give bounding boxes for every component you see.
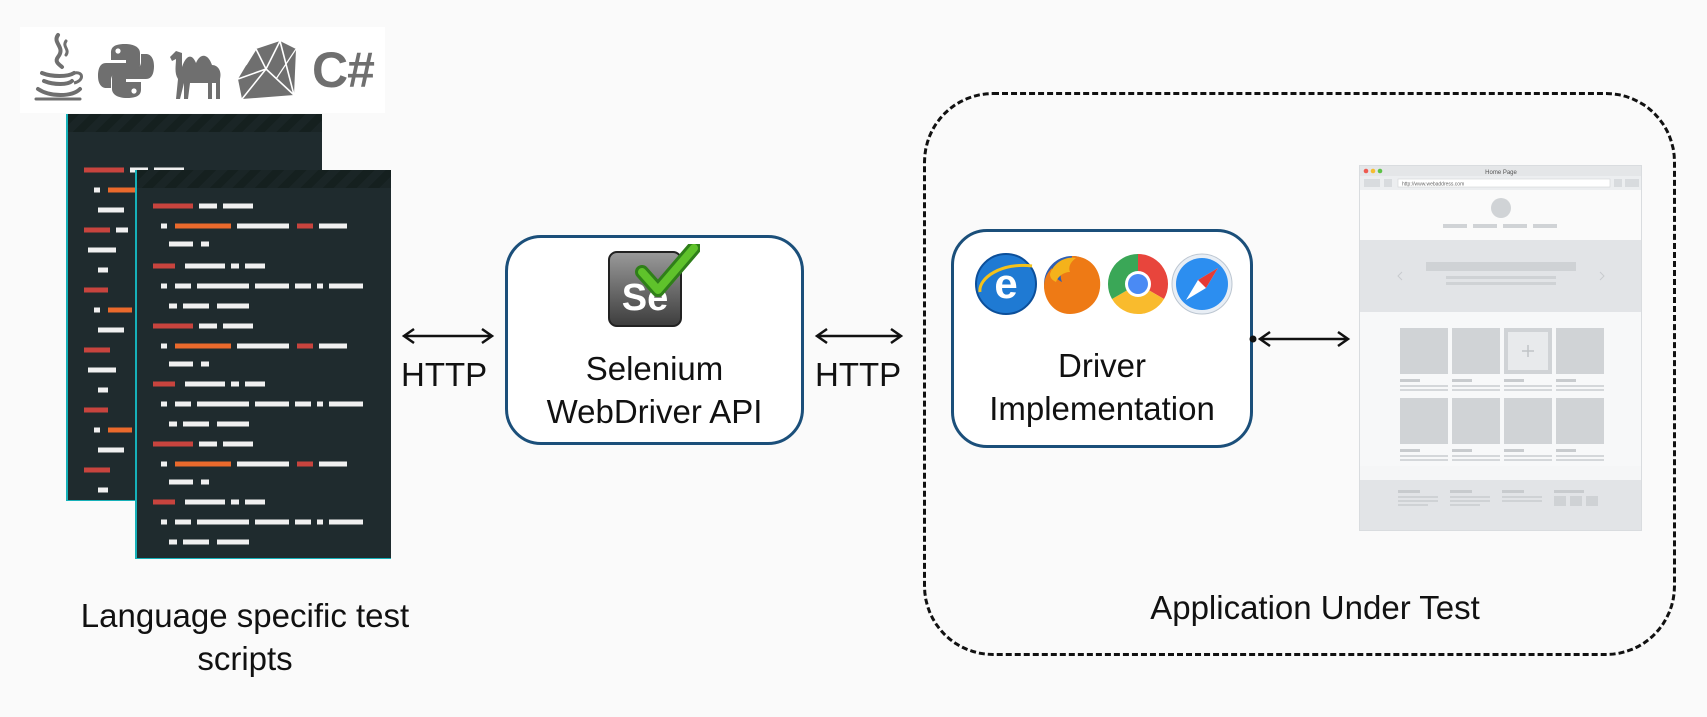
code-lines	[153, 203, 363, 545]
http-label-left: HTTP	[401, 356, 488, 393]
code-header	[68, 114, 322, 132]
java-icon	[34, 33, 83, 101]
code-script-front	[135, 170, 391, 559]
application-under-test-label: Application Under Test	[1150, 589, 1480, 626]
ruby-icon	[237, 40, 297, 100]
application-under-test-boundary	[923, 92, 1676, 656]
svg-text:e: e	[994, 260, 1017, 307]
api-box-line1: Selenium	[585, 350, 724, 387]
safari-icon	[1171, 253, 1233, 315]
driver-implementation-box: e Driver Implementation	[951, 229, 1253, 448]
language-icons-strip: C#	[20, 27, 385, 113]
selenium-webdriver-api-box: Se Selenium WebDriver API	[505, 235, 804, 445]
csharp-icon: C#	[312, 42, 375, 98]
firefox-icon	[1044, 256, 1101, 314]
python-icon	[98, 44, 154, 98]
arrow-driver-browser	[1249, 330, 1351, 348]
mockup-url: http://www.webaddress.com	[1402, 182, 1464, 188]
perl-camel-icon	[170, 51, 221, 99]
api-box-line2: WebDriver API	[546, 393, 763, 430]
driver-box-line1: Driver	[1058, 347, 1146, 384]
selenium-logo-icon: Se	[608, 244, 700, 327]
code-scripts-label: Language specific test scripts	[80, 597, 410, 677]
driver-box-line2: Implementation	[989, 390, 1215, 427]
http-label-middle: HTTP	[815, 356, 902, 393]
code-header	[137, 170, 391, 188]
chrome-icon	[1107, 254, 1169, 315]
arrow-scripts-api	[401, 327, 495, 345]
browser-mockup: Home Page http://www.webaddress.com	[1359, 165, 1642, 531]
mockup-title: Home Page	[1485, 170, 1517, 176]
internet-explorer-icon: e	[975, 253, 1037, 315]
arrow-api-driver	[814, 327, 904, 345]
